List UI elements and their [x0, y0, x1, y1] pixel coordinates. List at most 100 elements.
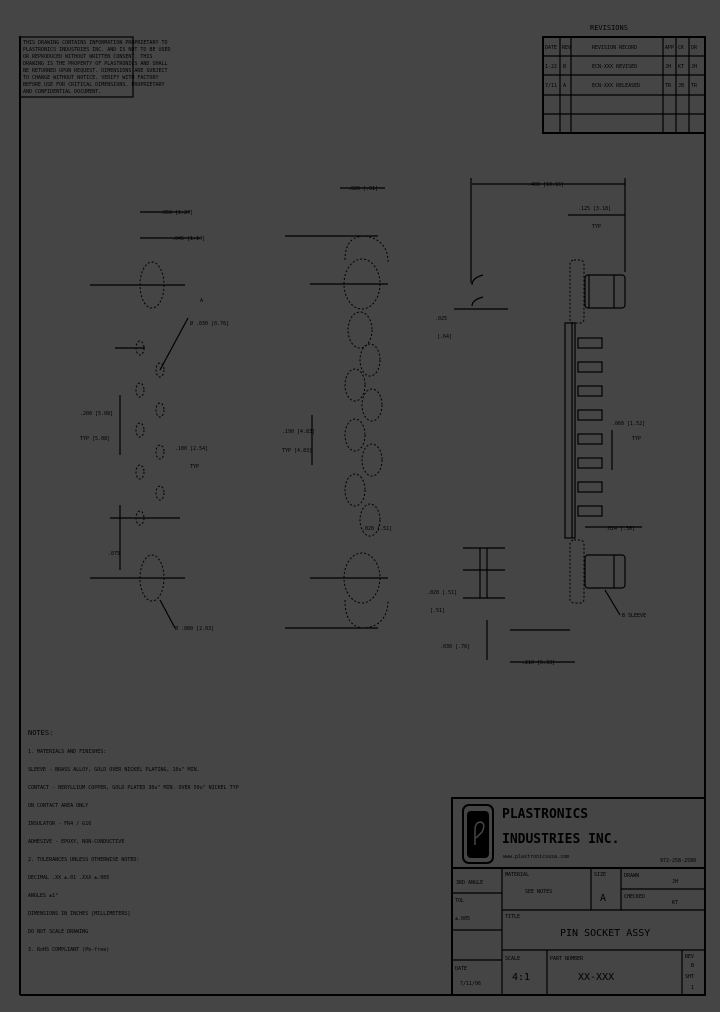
- dimension-label: .030 [.76]: [440, 644, 470, 650]
- field-label: DRAWN: [624, 873, 639, 879]
- dimension-label: Ø .030 [0.76]: [190, 320, 229, 327]
- note-line: DIMENSIONS IN INCHES [MILLIMETERS]: [28, 911, 130, 917]
- revision-cell: A: [563, 83, 566, 89]
- disclaimer-line: OR REPRODUCED WITHOUT WRITTEN CONSENT. T…: [23, 54, 152, 60]
- scale-value: 4:1: [512, 972, 530, 983]
- dimension-label: A: [200, 298, 203, 304]
- dimension-label: .020 [.51]: [362, 526, 392, 532]
- note-line: ADHESIVE - EPOXY, NON-CONDUCTIVE: [28, 839, 124, 845]
- title-block: PLASTRONICS INDUSTRIES INC. www.plastron…: [451, 797, 706, 996]
- dimension-label: TYP: [190, 464, 199, 470]
- dimension-label: B SLEEVE: [622, 613, 646, 619]
- projection-label: 3RD ANGLE: [456, 880, 483, 886]
- disclaimer-line: BEFORE USE FOR CRITICAL DIMENSIONS. PROP…: [23, 82, 164, 88]
- revision-cell: ECN-XXX REVISED: [592, 64, 637, 70]
- notes-title: NOTES:: [28, 729, 53, 737]
- company-phone: 972-258-2580: [660, 858, 696, 864]
- dimension-label: [.51]: [430, 608, 445, 614]
- field-label: CHECKED: [624, 894, 645, 900]
- disclaimer-line: TO CHANGE WITHOUT NOTICE. VERIFY WITH FA…: [23, 75, 158, 81]
- note-line: SLEEVE - BRASS ALLOY, GOLD OVER NICKEL P…: [28, 767, 200, 773]
- dimension-label: .210 [5.33]: [522, 660, 555, 666]
- field-label: SCALE: [505, 956, 520, 962]
- note-line: CONTACT - BERYLLIUM COPPER, GOLD PLATED …: [28, 785, 239, 791]
- field-label: PART NUMBER: [550, 956, 584, 962]
- revision-header: DATE: [545, 45, 557, 51]
- revision-cell: JH: [665, 64, 671, 70]
- size-value: A: [600, 893, 606, 904]
- note-line: ON CONTACT AREA ONLY: [28, 803, 88, 809]
- dimension-label: [.64]: [437, 334, 452, 340]
- revision-cell: TR: [691, 83, 698, 89]
- dimension-label: .014 [.36]: [605, 526, 635, 532]
- disclaimer-line: DRAWING IS THE PROPERTY OF PLASTRONICS A…: [23, 61, 168, 67]
- dimension-label: .100 [2.54]: [175, 446, 208, 452]
- dimension-label: .025: [435, 316, 447, 322]
- dimension-label: TYP [5.08]: [80, 436, 110, 442]
- note-line: 1. MATERIALS AND FINISHES:: [28, 749, 106, 755]
- dimension-label: TYP [4.83]: [282, 448, 312, 454]
- note-line: 2. TOLERANCES UNLESS OTHERWISE NOTED:: [28, 857, 139, 863]
- note-line: INSULATOR - FR4 / G10: [28, 821, 91, 827]
- revision-header: APP: [665, 45, 674, 51]
- revision-cell: ECN-XXX RELEASED: [592, 83, 640, 89]
- revision-table: REVISIONS DATE REV REVISION RECORD APP C…: [542, 24, 706, 134]
- rev-value: B: [691, 963, 694, 969]
- revision-cell: KT: [678, 64, 684, 70]
- revision-header: REVISION RECORD: [592, 45, 637, 51]
- revision-cell: B: [563, 64, 566, 70]
- top-view: .020 [.51] .190 [4.83] TYP [4.83] .020 […: [282, 186, 392, 629]
- field-label: SIZE: [594, 872, 606, 878]
- dimension-label: .190 [4.83]: [282, 429, 315, 435]
- dimension-label: TYP: [592, 224, 601, 230]
- revision-cell: 1-22: [545, 64, 557, 70]
- revision-title: REVISIONS: [590, 24, 628, 32]
- disclaimer-box: THIS DRAWING CONTAINS INFORMATION PROPRI…: [19, 36, 171, 98]
- side-view: .400 [10.16] .125 [3.18] TYP .025 [.64] …: [427, 178, 646, 666]
- sheet-value: 1: [691, 985, 694, 991]
- revision-header: REV: [562, 45, 571, 51]
- dimension-label: .075: [108, 551, 120, 557]
- part-number: XX-XXX: [578, 972, 614, 983]
- dimension-label: .125 [3.18]: [578, 206, 611, 212]
- dimension-label: .020 [.51]: [427, 590, 457, 596]
- disclaimer-line: BE RETURNED UPON REQUEST. DIMENSIONS ARE…: [23, 68, 168, 74]
- drawn-value: JH: [672, 879, 678, 885]
- note-line: ANGLES ±1°: [28, 893, 58, 899]
- company-name: INDUSTRIES INC.: [502, 832, 619, 847]
- dimension-label: .200 [5.08]: [80, 411, 113, 417]
- disclaimer-line: PLASTRONICS INDUSTRIES INC. AND IS NOT T…: [23, 47, 171, 53]
- field-label: REV: [685, 954, 694, 960]
- revision-cell: TR: [665, 83, 672, 89]
- footprint-view: .050 [1.27] .045 [1.14] A Ø .030 [0.76] …: [80, 210, 229, 632]
- notes: NOTES: 1. MATERIALS AND FINISHES: SLEEVE…: [28, 729, 239, 953]
- dimension-label: .400 [10.16]: [528, 182, 564, 188]
- dimension-label: Ø .080 [2.03]: [175, 625, 214, 632]
- checked-value: KT: [672, 900, 678, 906]
- company-website: www.plastronicsusa.com: [503, 854, 569, 860]
- date-value: 7/11/06: [460, 981, 481, 987]
- dimension-label: TYP: [632, 436, 641, 442]
- drawing-title: PIN SOCKET ASSY: [560, 928, 650, 939]
- material-value: SEE NOTES: [525, 889, 552, 895]
- note-line: DECIMAL .XX ±.01 .XXX ±.005: [28, 875, 109, 881]
- tolerance-value: ±.005: [455, 916, 470, 922]
- note-line: 3. RoHS COMPLIANT (Pb-free): [28, 947, 109, 953]
- company-name: PLASTRONICS: [502, 807, 588, 822]
- revision-header: DR: [691, 45, 698, 51]
- dimension-label: .020 [.51]: [348, 186, 378, 192]
- revision-cell: JB: [678, 83, 684, 89]
- field-label: DATE: [455, 966, 467, 972]
- sheet-label: SHT: [685, 974, 694, 980]
- revision-header: CK: [678, 45, 684, 51]
- field-label: TITLE: [505, 914, 520, 920]
- note-line: DO NOT SCALE DRAWING: [28, 929, 88, 935]
- revision-cell: 7/11: [545, 83, 557, 89]
- company-logo: [462, 804, 494, 864]
- dimension-label: .060 [1.52]: [612, 421, 645, 427]
- disclaimer-line: AND CONFIDENTIAL DOCUMENT.: [23, 89, 101, 95]
- dimension-label: .050 [1.27]: [160, 210, 193, 216]
- field-label: TOL: [455, 898, 464, 904]
- field-label: MATERIAL: [505, 872, 529, 878]
